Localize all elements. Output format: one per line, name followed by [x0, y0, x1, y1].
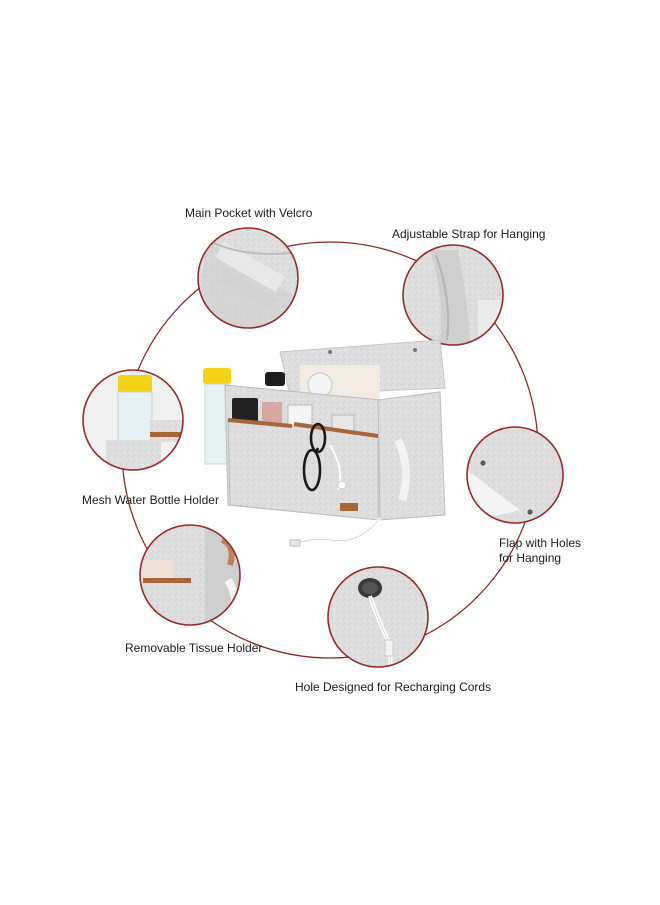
label-main-pocket: Main Pocket with Velcro — [185, 206, 313, 220]
detail-circle-bottle-holder — [82, 369, 184, 471]
label-adjustable-strap: Adjustable Strap for Hanging — [392, 227, 546, 241]
label-cord-hole: Hole Designed for Recharging Cords — [295, 680, 492, 694]
label-flap-line-1: Flap with Holes — [499, 536, 582, 550]
label-tissue-holder: Removable Tissue Holder — [125, 641, 263, 655]
detail-circle-flap — [466, 426, 564, 524]
detail-circle-tissue-holder — [139, 524, 241, 626]
label-flap-holes: Flap with Holes for Hanging — [499, 536, 619, 566]
detail-circle-strap — [402, 244, 504, 346]
label-bottle-holder: Mesh Water Bottle Holder — [82, 493, 219, 507]
bedside-caddy-product — [203, 339, 446, 547]
label-flap-line-2: for Hanging — [499, 551, 562, 565]
detail-circle-main-pocket — [197, 227, 299, 329]
detail-circle-cord-hole — [327, 566, 429, 668]
